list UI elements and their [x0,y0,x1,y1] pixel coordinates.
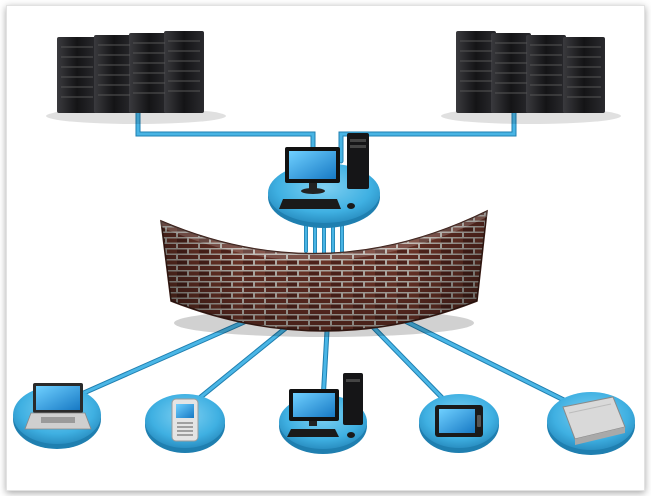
diagram-frame [6,5,645,491]
link-platform-to-wall [304,217,344,255]
mobile-phone-icon [171,398,199,442]
firewall-wall-icon [160,209,488,337]
device-tablet [419,394,499,453]
server-rack-right [441,31,621,124]
workstation-icon [279,133,369,209]
desktop-computer-icon [287,373,363,438]
external-drive-icon [562,396,626,445]
server-rack-left [46,31,226,124]
device-external-drive [547,392,635,455]
links-wall-to-devices [58,316,589,416]
central-workstation [268,133,380,228]
laptop-icon [24,383,92,430]
tablet-icon [435,405,483,437]
link-right-server [338,108,517,164]
server-rack-icon [456,31,605,113]
device-desktop-computer [279,373,367,454]
device-mobile-phone [145,394,225,453]
network-firewall-diagram [13,31,635,455]
device-laptop [13,383,101,449]
server-rack-icon [57,31,204,113]
